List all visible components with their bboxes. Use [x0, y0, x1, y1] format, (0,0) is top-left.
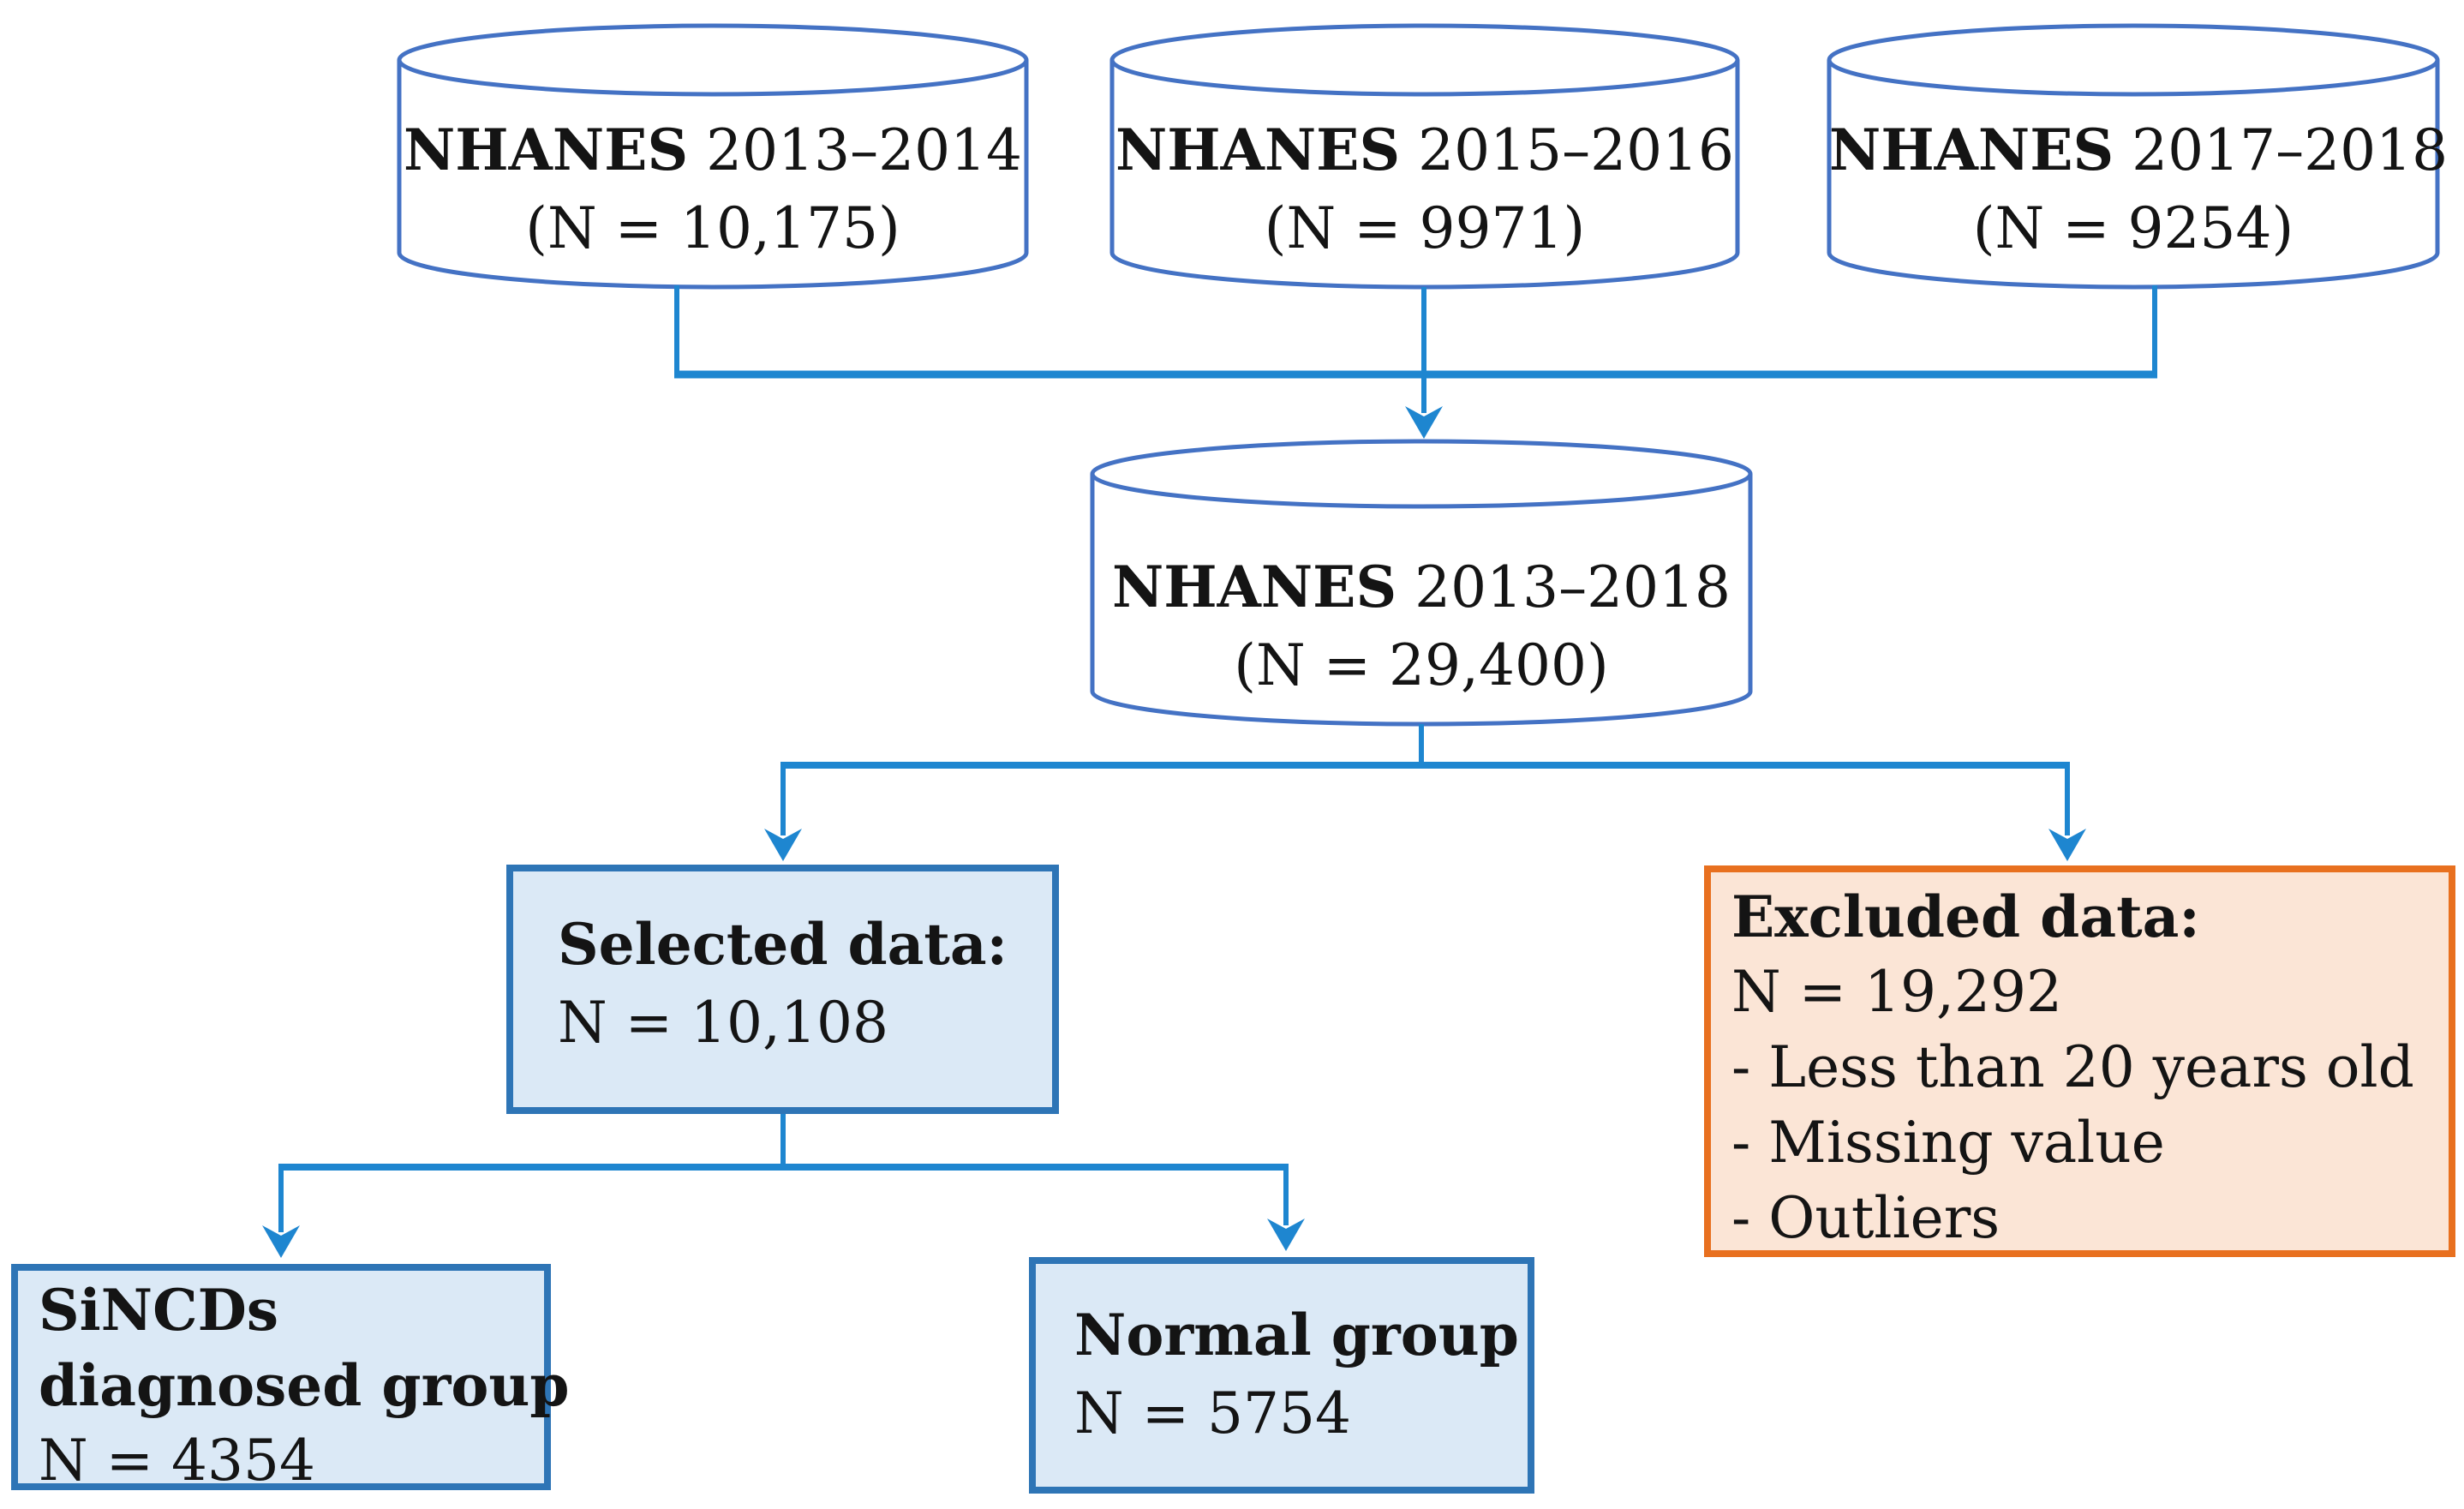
- arrowhead-down: [262, 1225, 300, 1258]
- box-title: Selected data:: [558, 911, 1008, 978]
- excluded-data-box: Excluded data: N = 19,292 - Less than 20…: [1704, 865, 2455, 1257]
- cylinder-top-ellipse: [1109, 23, 1740, 97]
- exclusion-reason: - Missing value: [1731, 1110, 2165, 1176]
- box-count: N = 5754: [1074, 1380, 1351, 1446]
- db-count: (N = 9971): [1264, 195, 1586, 261]
- cylinder-top-ellipse: [397, 23, 1029, 97]
- db-title: NHANES 2013–2018: [1111, 554, 1731, 620]
- cylinder-body: [1109, 60, 1740, 290]
- arrowhead-down: [764, 829, 802, 861]
- db-count: (N = 29,400): [1234, 632, 1609, 698]
- db-title: NHANES 2017–2018: [1829, 117, 2449, 183]
- db-title: NHANES 2015–2016: [1115, 117, 1735, 183]
- db-label-2013-2014: NHANES 2013–2014 (N = 10,175): [399, 111, 1026, 267]
- box-count: N = 4354: [39, 1428, 315, 1494]
- selected-data-box: Selected data: N = 10,108: [506, 865, 1059, 1114]
- db-label-2017-2018: NHANES 2017–2018 (N = 9254): [1829, 111, 2449, 267]
- split-connector-groups: [262, 1114, 1305, 1258]
- db-count: (N = 10,175): [525, 195, 900, 261]
- arrowhead-down: [2048, 829, 2086, 861]
- merge-connector: [674, 285, 2157, 439]
- db-title: NHANES 2013–2014: [403, 117, 1023, 183]
- arrowhead-down: [1267, 1219, 1305, 1251]
- db-label-2015-2016: NHANES 2015–2016 (N = 9971): [1112, 111, 1737, 267]
- exclusion-reason: - Less than 20 years old: [1731, 1034, 2414, 1100]
- box-count: N = 19,292: [1731, 959, 2062, 1025]
- box-title: Normal group: [1074, 1302, 1519, 1368]
- box-title: Excluded data:: [1731, 883, 2200, 950]
- box-count: N = 10,108: [558, 990, 888, 1056]
- cylinder-top-ellipse: [1090, 439, 1753, 509]
- sincds-group-box: SiNCDs diagnosed group N = 4354: [11, 1264, 570, 1494]
- db-cylinder-2013-2018: [1090, 439, 1753, 727]
- normal-group-box: Normal group N = 5754: [1029, 1257, 1534, 1494]
- cylinder-body: [397, 60, 1029, 290]
- cylinder-top-ellipse: [1827, 23, 2440, 97]
- cylinder-body: [1827, 60, 2440, 290]
- db-cylinder-2013-2014: [397, 23, 1029, 290]
- split-connector-selection: [764, 724, 2086, 861]
- arrowhead-down: [1405, 406, 1443, 439]
- box-title: diagnosed group: [39, 1352, 570, 1419]
- db-cylinder-2015-2016: [1109, 23, 1740, 290]
- box-title: SiNCDs: [39, 1277, 278, 1344]
- exclusion-reason: - Outliers: [1731, 1185, 2001, 1251]
- db-cylinder-2017-2018: [1827, 23, 2440, 290]
- db-count: (N = 9254): [1972, 195, 2294, 261]
- db-label-2013-2018: NHANES 2013–2018 (N = 29,400): [1092, 548, 1750, 704]
